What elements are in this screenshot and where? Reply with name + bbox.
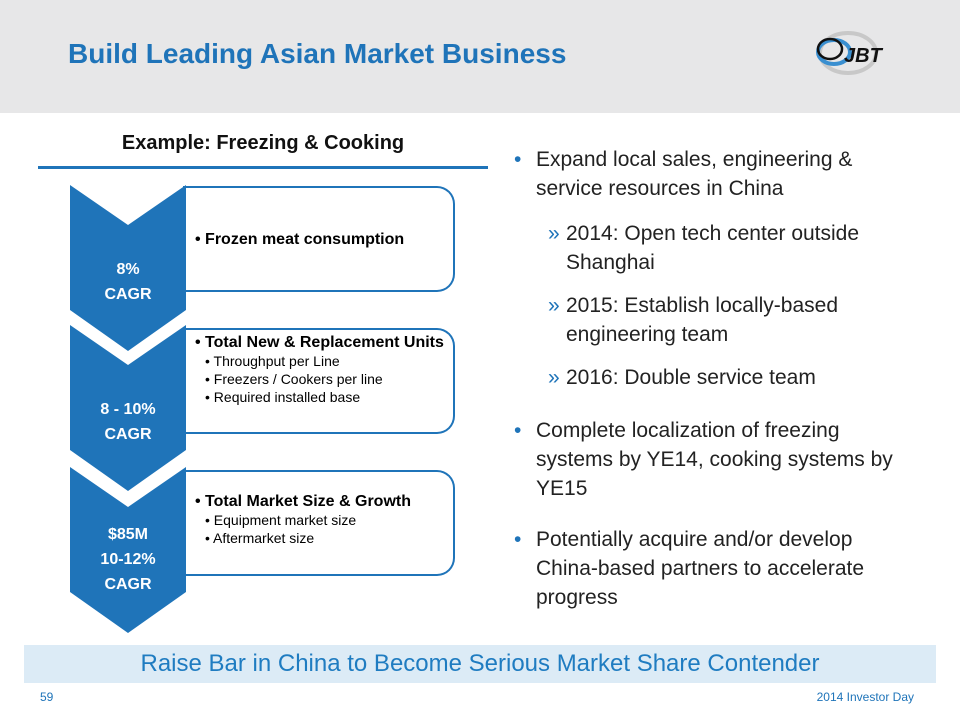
chevron-stage-3: $85M 10-12% CAGR [70,467,186,633]
sub-bullet-item: »2014: Open tech center outside Shanghai [548,222,860,274]
stage-box-3: • Total Market Size & Growth • Equipment… [183,470,455,576]
stage-sub: Required installed base [213,389,361,405]
slide-title: Build Leading Asian Market Business [68,38,567,69]
example-heading: Example: Freezing & Cooking [121,132,405,154]
metric: CAGR [104,426,152,443]
stage-main: Frozen meat consumption [205,231,405,248]
svg-text:JBT: JBT [844,45,884,67]
metric: CAGR [104,576,152,593]
stage-main: Total New & Replacement Units [205,334,444,351]
stage-sub: Equipment market size [213,512,357,528]
bullet-item: •Complete localization of freezing syste… [514,419,893,500]
chevron-stage-2: 8 - 10% CAGR [70,325,186,491]
chevron-stage-1: 8% CAGR [70,185,186,351]
stage-sub: Freezers / Cookers per line [213,371,383,387]
heading-rule [38,166,488,169]
stage-box-1: • Frozen meat consumption [183,186,455,292]
stage-sub: Throughput per Line [213,353,340,369]
stage-box-2: • Total New & Replacement Units • Throug… [183,328,455,434]
takeaway-banner: Raise Bar in China to Become Serious Mar… [24,645,936,683]
stage-sub: Aftermarket size [213,530,315,546]
metric: $85M [107,526,149,543]
footer-event: 2014 Investor Day [816,690,914,704]
metric: 8% [116,261,140,278]
sub-bullet-item: »2015: Establish locally-based engineeri… [548,294,838,346]
page-number: 59 [40,690,54,704]
bullet-item: •Expand local sales, engineering & servi… [514,148,853,200]
header-band [0,0,960,113]
strategy-bullets: •Expand local sales, engineering & servi… [514,145,914,628]
bullet-item: •Potentially acquire and/or develop Chin… [514,528,865,609]
bullet: • [195,231,206,248]
stage-main: Total Market Size & Growth [205,493,411,510]
sub-bullet-item: »2016: Double service team [548,366,816,389]
metric: 10-12% [100,551,156,568]
metric: 8 - 10% [100,401,156,418]
metric: CAGR [104,286,152,303]
jbt-logo: JBT [812,30,902,76]
